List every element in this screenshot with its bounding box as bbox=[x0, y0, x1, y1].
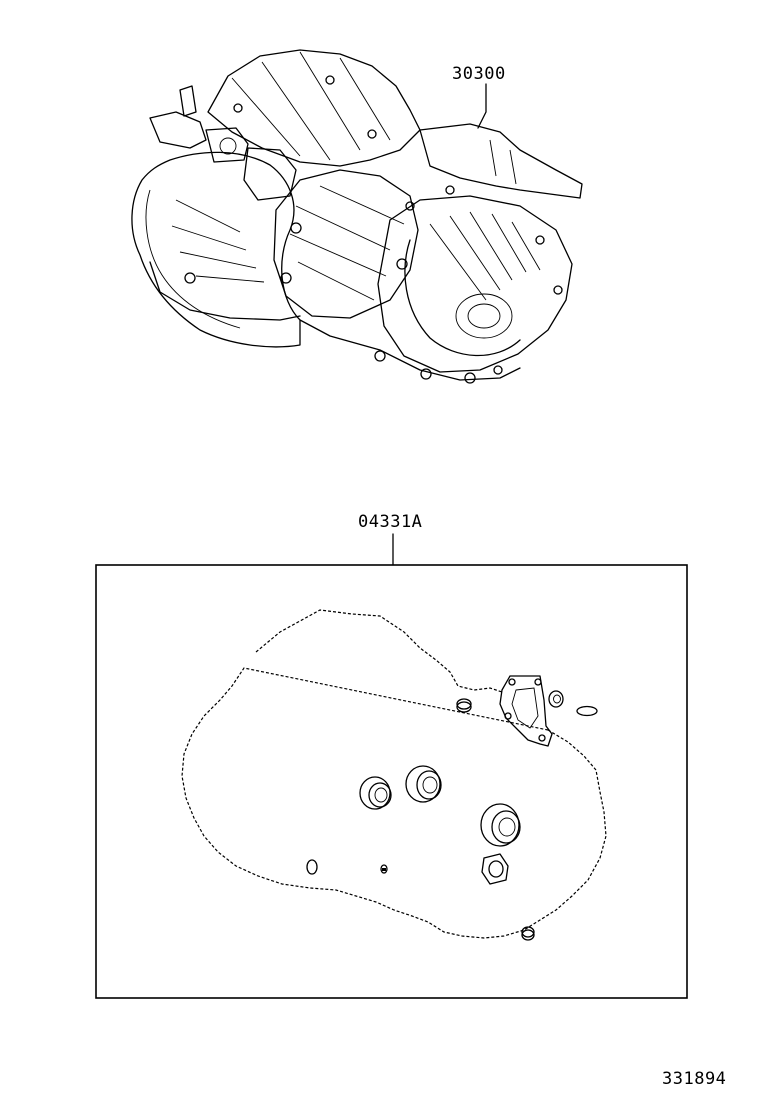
plug-gasket-upper bbox=[456, 698, 472, 713]
transaxle-assembly-drawing bbox=[131, 49, 583, 384]
case-gasket bbox=[181, 609, 607, 939]
part-number-callout-gasket-kit: 04331A bbox=[358, 512, 423, 532]
shaft-seal bbox=[481, 853, 509, 885]
drain-plug-gasket bbox=[306, 859, 318, 875]
filler-plug-gasket bbox=[380, 864, 388, 874]
o-ring bbox=[576, 705, 598, 717]
part-number-callout-transaxle: 30300 bbox=[452, 64, 506, 84]
extension-housing-gasket bbox=[499, 675, 553, 747]
oil-seal-center bbox=[405, 765, 442, 803]
oil-seal-right bbox=[480, 803, 521, 847]
small-oil-seal bbox=[548, 690, 564, 708]
housing-bolts bbox=[184, 75, 563, 384]
illustration-reference-number: 331894 bbox=[662, 1069, 727, 1089]
gasket-kit-frame bbox=[95, 564, 688, 999]
oil-seal-left bbox=[359, 776, 392, 810]
leader-line-transaxle bbox=[477, 83, 487, 129]
plug-gasket-lower bbox=[521, 926, 535, 941]
